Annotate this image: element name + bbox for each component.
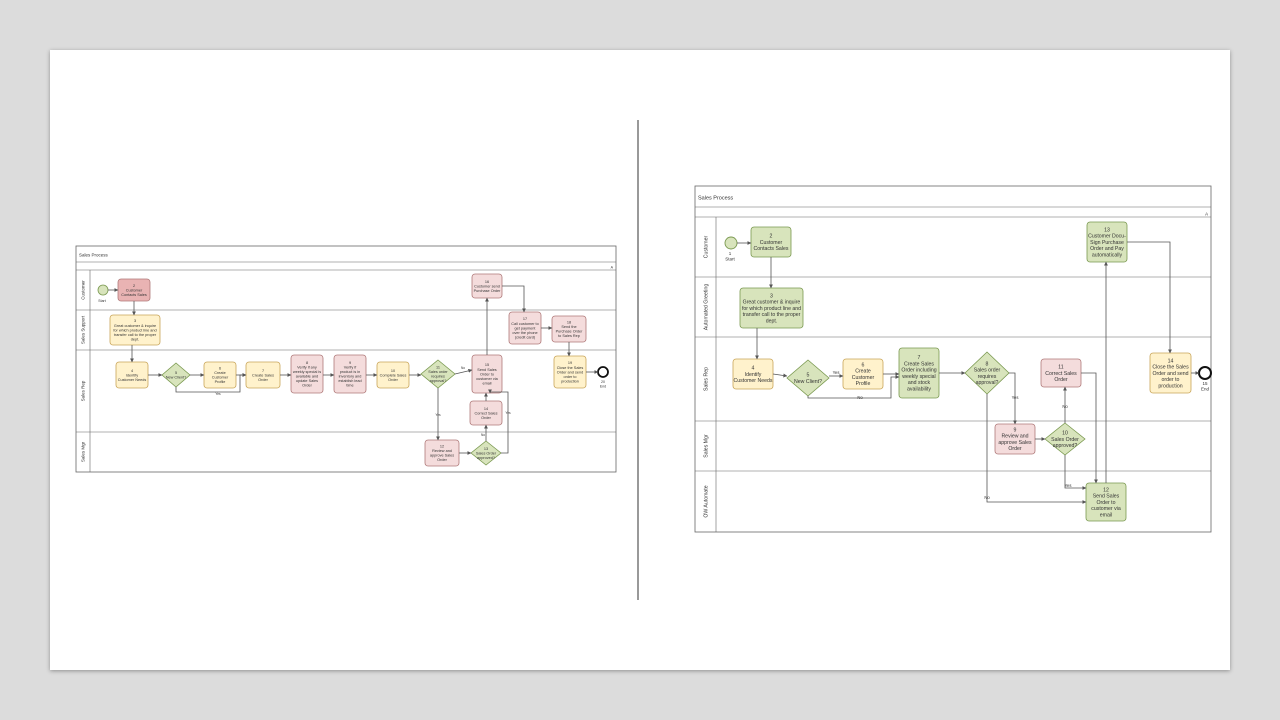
start-label: Start bbox=[98, 299, 105, 303]
edge-label-yes-5: Yes bbox=[833, 370, 840, 375]
edge-label-yes-1: Yes bbox=[215, 392, 221, 396]
flow-8-12 bbox=[986, 394, 1087, 504]
edge-label-no-10: No bbox=[1062, 404, 1068, 409]
lane-label: Sales Rep bbox=[81, 380, 86, 401]
lane-label: Sales Mgr bbox=[81, 441, 86, 462]
flow-4-5 bbox=[772, 373, 788, 378]
flow-11-12 bbox=[1081, 372, 1098, 484]
edge-label-yes-2: Yes bbox=[435, 413, 441, 417]
edge-label-yes-3: Yes bbox=[505, 411, 511, 415]
flow-8-9 bbox=[1009, 372, 1017, 425]
lane-label: Sales Rep bbox=[703, 367, 709, 391]
flow-5-7 bbox=[807, 375, 900, 399]
lane-label: Automated Greeting bbox=[703, 284, 709, 331]
collapse-marker: A bbox=[1205, 212, 1208, 217]
lane-label: Customer bbox=[703, 235, 709, 258]
flow-10-12 bbox=[1064, 455, 1087, 490]
pool-title: Sales Process bbox=[698, 196, 733, 202]
edge-label-no-5: No bbox=[857, 395, 863, 400]
start-event bbox=[97, 284, 109, 296]
gateway-13 bbox=[470, 440, 502, 466]
edge-label-no-1: No bbox=[461, 366, 465, 370]
collapse-marker: A bbox=[611, 266, 614, 270]
edge-label-no-8: No bbox=[984, 495, 990, 500]
flow-13-14 bbox=[1127, 241, 1172, 354]
edge-label-no-2: No bbox=[481, 433, 485, 437]
pool-title: Sales Process bbox=[79, 252, 109, 257]
end-event bbox=[597, 366, 609, 378]
lane-label: OW Automate bbox=[703, 485, 709, 517]
lane-label: Sales Mgr bbox=[703, 434, 709, 458]
flow-11-15 bbox=[454, 368, 473, 375]
edge-label-yes-10: Yes bbox=[1065, 483, 1072, 488]
end-event bbox=[1198, 366, 1212, 380]
flow-13-15 bbox=[488, 389, 509, 454]
start-event bbox=[724, 236, 738, 250]
lane-label: Customer bbox=[81, 280, 86, 300]
lane-label: Sales Support bbox=[81, 315, 86, 344]
edge-label-yes-8: Yes bbox=[1012, 395, 1019, 400]
flow-16-17 bbox=[502, 285, 526, 313]
